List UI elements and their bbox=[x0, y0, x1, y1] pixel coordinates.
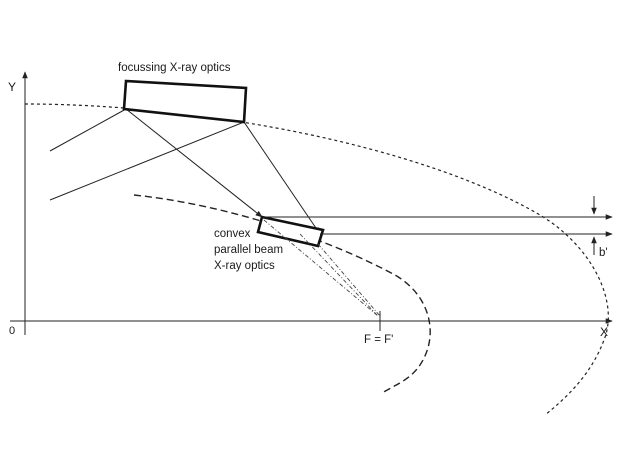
incoming-ray-lower bbox=[49, 121, 245, 201]
beam-width-label: b' bbox=[599, 247, 608, 259]
construction-line-3 bbox=[317, 243, 381, 317]
inner-focus-curve bbox=[133, 194, 431, 394]
convex-optics-label-line-2: parallel beam bbox=[214, 244, 283, 256]
convex-optics-element bbox=[256, 215, 325, 248]
convex-optics-label-line-3: X-ray optics bbox=[214, 260, 275, 272]
outer-ellipse-curve bbox=[24, 103, 609, 416]
y-axis-label: Y bbox=[8, 80, 16, 94]
convex-optics-label-line-1: convex bbox=[214, 228, 251, 240]
reflected-ray-upper bbox=[125, 108, 263, 218]
construction-line-1 bbox=[263, 219, 379, 317]
focusing-optics-label: focussing X-ray optics bbox=[118, 62, 231, 74]
convex-optics-label: convex parallel beam X-ray optics bbox=[214, 228, 286, 272]
x-axis-label: X bbox=[600, 325, 608, 339]
reflected-ray-lower bbox=[243, 121, 321, 235]
construction-line-2 bbox=[299, 233, 379, 317]
focus-label: F = F' bbox=[364, 334, 393, 346]
focusing-optics-element bbox=[122, 79, 248, 124]
origin-label: 0 bbox=[9, 325, 15, 337]
incoming-ray-upper bbox=[49, 108, 127, 152]
